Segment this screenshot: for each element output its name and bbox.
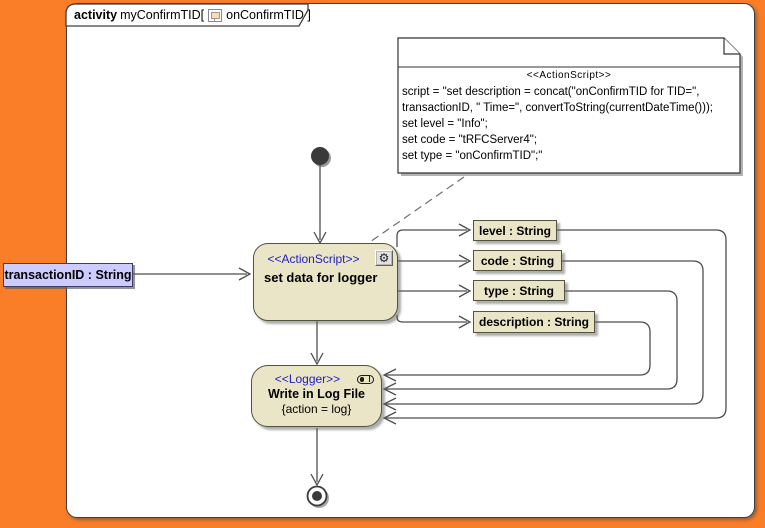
frame-name: myConfirmTID[ xyxy=(120,8,205,22)
note-line: set code = "tRFCServer4"; xyxy=(402,134,538,146)
frame-keyword: activity xyxy=(74,8,118,22)
action-stereotype: <<ActionScript>> xyxy=(267,252,360,266)
note-line: transactionID, " Time=", convertToString… xyxy=(402,102,713,114)
gear-icon[interactable]: ⚙ xyxy=(375,250,393,266)
final-node[interactable] xyxy=(306,485,330,509)
edge-action-to-logger xyxy=(310,321,324,366)
logger-constraint: {action = log} xyxy=(281,402,352,416)
initial-node[interactable] xyxy=(311,147,331,167)
object-node-type[interactable]: type : String xyxy=(473,280,565,301)
action-node-set-data-for-logger[interactable]: <<ActionScript>> set data for logger ⚙ xyxy=(253,243,398,321)
logger-label: Write in Log File xyxy=(268,387,365,401)
activity-diagram-icon xyxy=(208,8,223,22)
object-node-level[interactable]: level : String xyxy=(473,220,557,241)
frame-title: activity myConfirmTID[ onConfirmTID ] xyxy=(74,6,311,24)
input-pin-transactionid[interactable]: transactionID : String xyxy=(3,263,133,287)
edge-code-to-logger xyxy=(382,260,704,411)
frame-diagram-name: onConfirmTID ] xyxy=(226,8,311,22)
edge-pin-to-action xyxy=(133,267,252,281)
edge-type-to-logger xyxy=(382,290,678,396)
note-line: set type = "onConfirmTID";" xyxy=(402,150,543,162)
edge-level-to-logger xyxy=(382,229,727,425)
logger-icon xyxy=(357,375,374,384)
action-label: set data for logger xyxy=(264,270,378,285)
note-anchor-edge xyxy=(366,176,465,245)
pin-label: transactionID : String xyxy=(4,268,132,282)
edge-action-to-level xyxy=(396,223,472,247)
logger-stereotype: <<Logger>> xyxy=(274,372,341,386)
edge-action-to-description xyxy=(396,315,472,329)
note-line: set level = "Info"; xyxy=(402,118,488,130)
object-label: description : String xyxy=(478,315,589,329)
object-label: type : String xyxy=(483,283,554,298)
edge-description-to-logger xyxy=(382,321,651,382)
note-line: script = "set description = concat("onCo… xyxy=(402,86,700,98)
note-shape[interactable] xyxy=(397,37,743,176)
object-label: code : String xyxy=(480,253,555,268)
action-node-write-in-log-file[interactable]: <<Logger>> Write in Log File {action = l… xyxy=(251,365,382,427)
edge-logger-to-final xyxy=(310,428,324,487)
object-node-code[interactable]: code : String xyxy=(473,250,562,271)
note-stereotype: <<ActionScript>> xyxy=(526,70,612,81)
edge-action-to-code xyxy=(398,254,472,268)
object-label: level : String xyxy=(478,223,552,238)
actionscript-note[interactable]: <<ActionScript>> script = "set descripti… xyxy=(400,70,738,164)
edge-action-to-type xyxy=(398,284,472,298)
frame-title-tab-shape[interactable] xyxy=(65,3,309,27)
object-node-description[interactable]: description : String xyxy=(473,311,595,333)
